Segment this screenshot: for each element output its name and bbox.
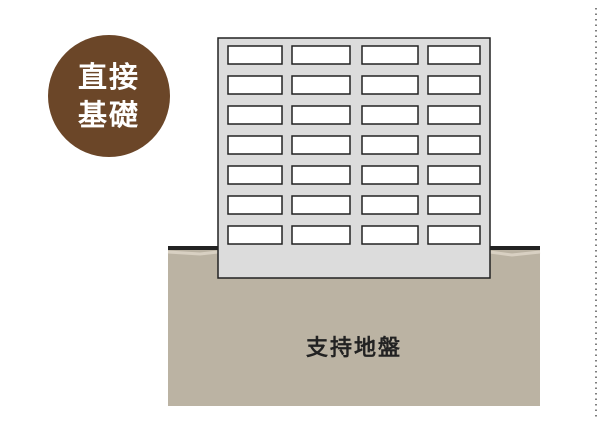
- soil-edge: [167, 250, 541, 257]
- building-window: [291, 135, 351, 155]
- building-window: [227, 75, 283, 95]
- building-window: [361, 195, 419, 215]
- building-window: [227, 225, 283, 245]
- building-window: [427, 195, 481, 215]
- building-window: [361, 135, 419, 155]
- building-window: [291, 165, 351, 185]
- building-window: [361, 75, 419, 95]
- building-window: [427, 135, 481, 155]
- building-window: [291, 45, 351, 65]
- building-window: [361, 105, 419, 125]
- building-window: [361, 165, 419, 185]
- building-window: [227, 195, 283, 215]
- building-window: [227, 105, 283, 125]
- ground-label: 支持地盤: [305, 336, 402, 361]
- building-window: [291, 195, 351, 215]
- building-window: [361, 45, 419, 65]
- building-window: [427, 105, 481, 125]
- building-windows: [227, 45, 481, 245]
- building-window: [427, 165, 481, 185]
- building-window: [361, 225, 419, 245]
- building-window: [291, 105, 351, 125]
- badge-line-2: 基礎: [77, 98, 140, 132]
- foundation-type-badge: [48, 35, 170, 157]
- badge-line-1: 直接: [77, 60, 140, 94]
- building-window: [427, 45, 481, 65]
- building-window: [291, 75, 351, 95]
- building-window: [291, 225, 351, 245]
- building-window: [227, 165, 283, 185]
- badge-label: 直接 基礎: [48, 58, 170, 134]
- building-window: [427, 225, 481, 245]
- building-window: [227, 135, 283, 155]
- building-window: [427, 75, 481, 95]
- building-window: [227, 45, 283, 65]
